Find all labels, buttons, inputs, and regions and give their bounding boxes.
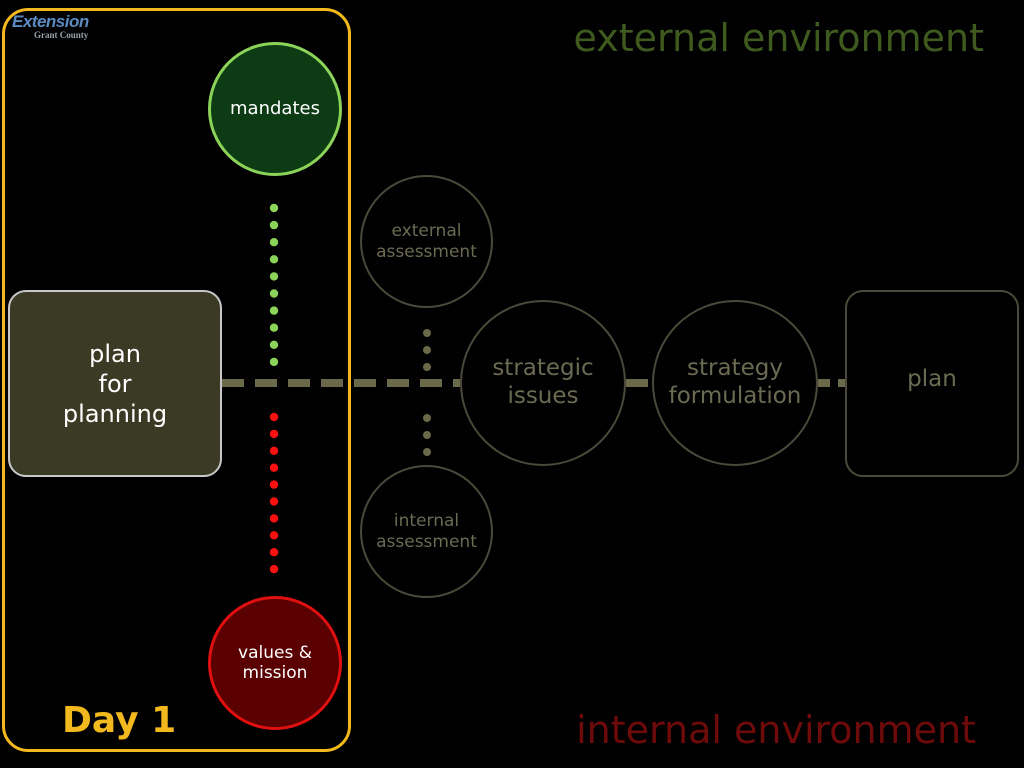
values-dot xyxy=(269,514,279,523)
internal-assessment-node: internal assessment xyxy=(360,465,493,598)
values-dot xyxy=(269,497,279,506)
day-1-label: Day 1 xyxy=(62,700,177,741)
mandates-dot xyxy=(269,323,279,332)
values-mission-label: values & mission xyxy=(238,642,312,683)
values-dot xyxy=(269,564,279,574)
logo-wordmark: Extension xyxy=(12,12,89,31)
values-dot xyxy=(269,548,279,557)
mandates-dot xyxy=(269,238,279,247)
mandates-dot xyxy=(269,306,279,315)
mandates-label: mandates xyxy=(230,98,320,120)
mandates-dot xyxy=(269,203,279,213)
strategy-formulation-node: strategy formulation xyxy=(652,300,818,466)
values-dot xyxy=(269,480,279,489)
values-dot xyxy=(269,531,279,540)
extension-logo: Extension Grant County xyxy=(12,12,112,46)
mandates-dot xyxy=(269,220,279,230)
external-assessment-dot xyxy=(423,346,431,354)
mandates-dot xyxy=(269,289,279,298)
plan-for-planning-node: plan for planning xyxy=(8,290,222,477)
mandates-dot xyxy=(269,272,279,281)
internal-assessment-dot xyxy=(423,414,431,422)
internal-assessment-dot xyxy=(423,431,431,439)
mandates-dot xyxy=(269,340,279,349)
external-assessment-dot xyxy=(423,329,431,337)
strategic-issues-node: strategic issues xyxy=(460,300,626,466)
internal-assessment-dot xyxy=(423,448,431,456)
logo-subtitle: Grant County xyxy=(34,30,89,40)
strategy-formulation-label: strategy formulation xyxy=(668,355,802,409)
values-dot xyxy=(269,412,279,422)
day-1-frame xyxy=(2,8,351,752)
strategic-issues-label: strategic issues xyxy=(492,355,594,409)
values-dot xyxy=(269,463,279,472)
mandates-dot xyxy=(269,357,279,367)
external-assessment-dot xyxy=(423,363,431,371)
plan-label: plan xyxy=(907,365,957,392)
values-dot xyxy=(269,446,279,455)
plan-node: plan xyxy=(845,290,1019,477)
external-assessment-node: external assessment xyxy=(360,175,493,308)
external-assessment-label: external assessment xyxy=(376,221,477,262)
values-mission-node: values & mission xyxy=(208,596,342,730)
mandates-dot xyxy=(269,255,279,264)
internal-environment-header: internal environment xyxy=(576,708,976,752)
values-dot xyxy=(269,429,279,439)
internal-assessment-label: internal assessment xyxy=(376,511,477,552)
mandates-node: mandates xyxy=(208,42,342,176)
plan-for-planning-label: plan for planning xyxy=(62,339,168,428)
external-environment-header: external environment xyxy=(573,16,984,60)
